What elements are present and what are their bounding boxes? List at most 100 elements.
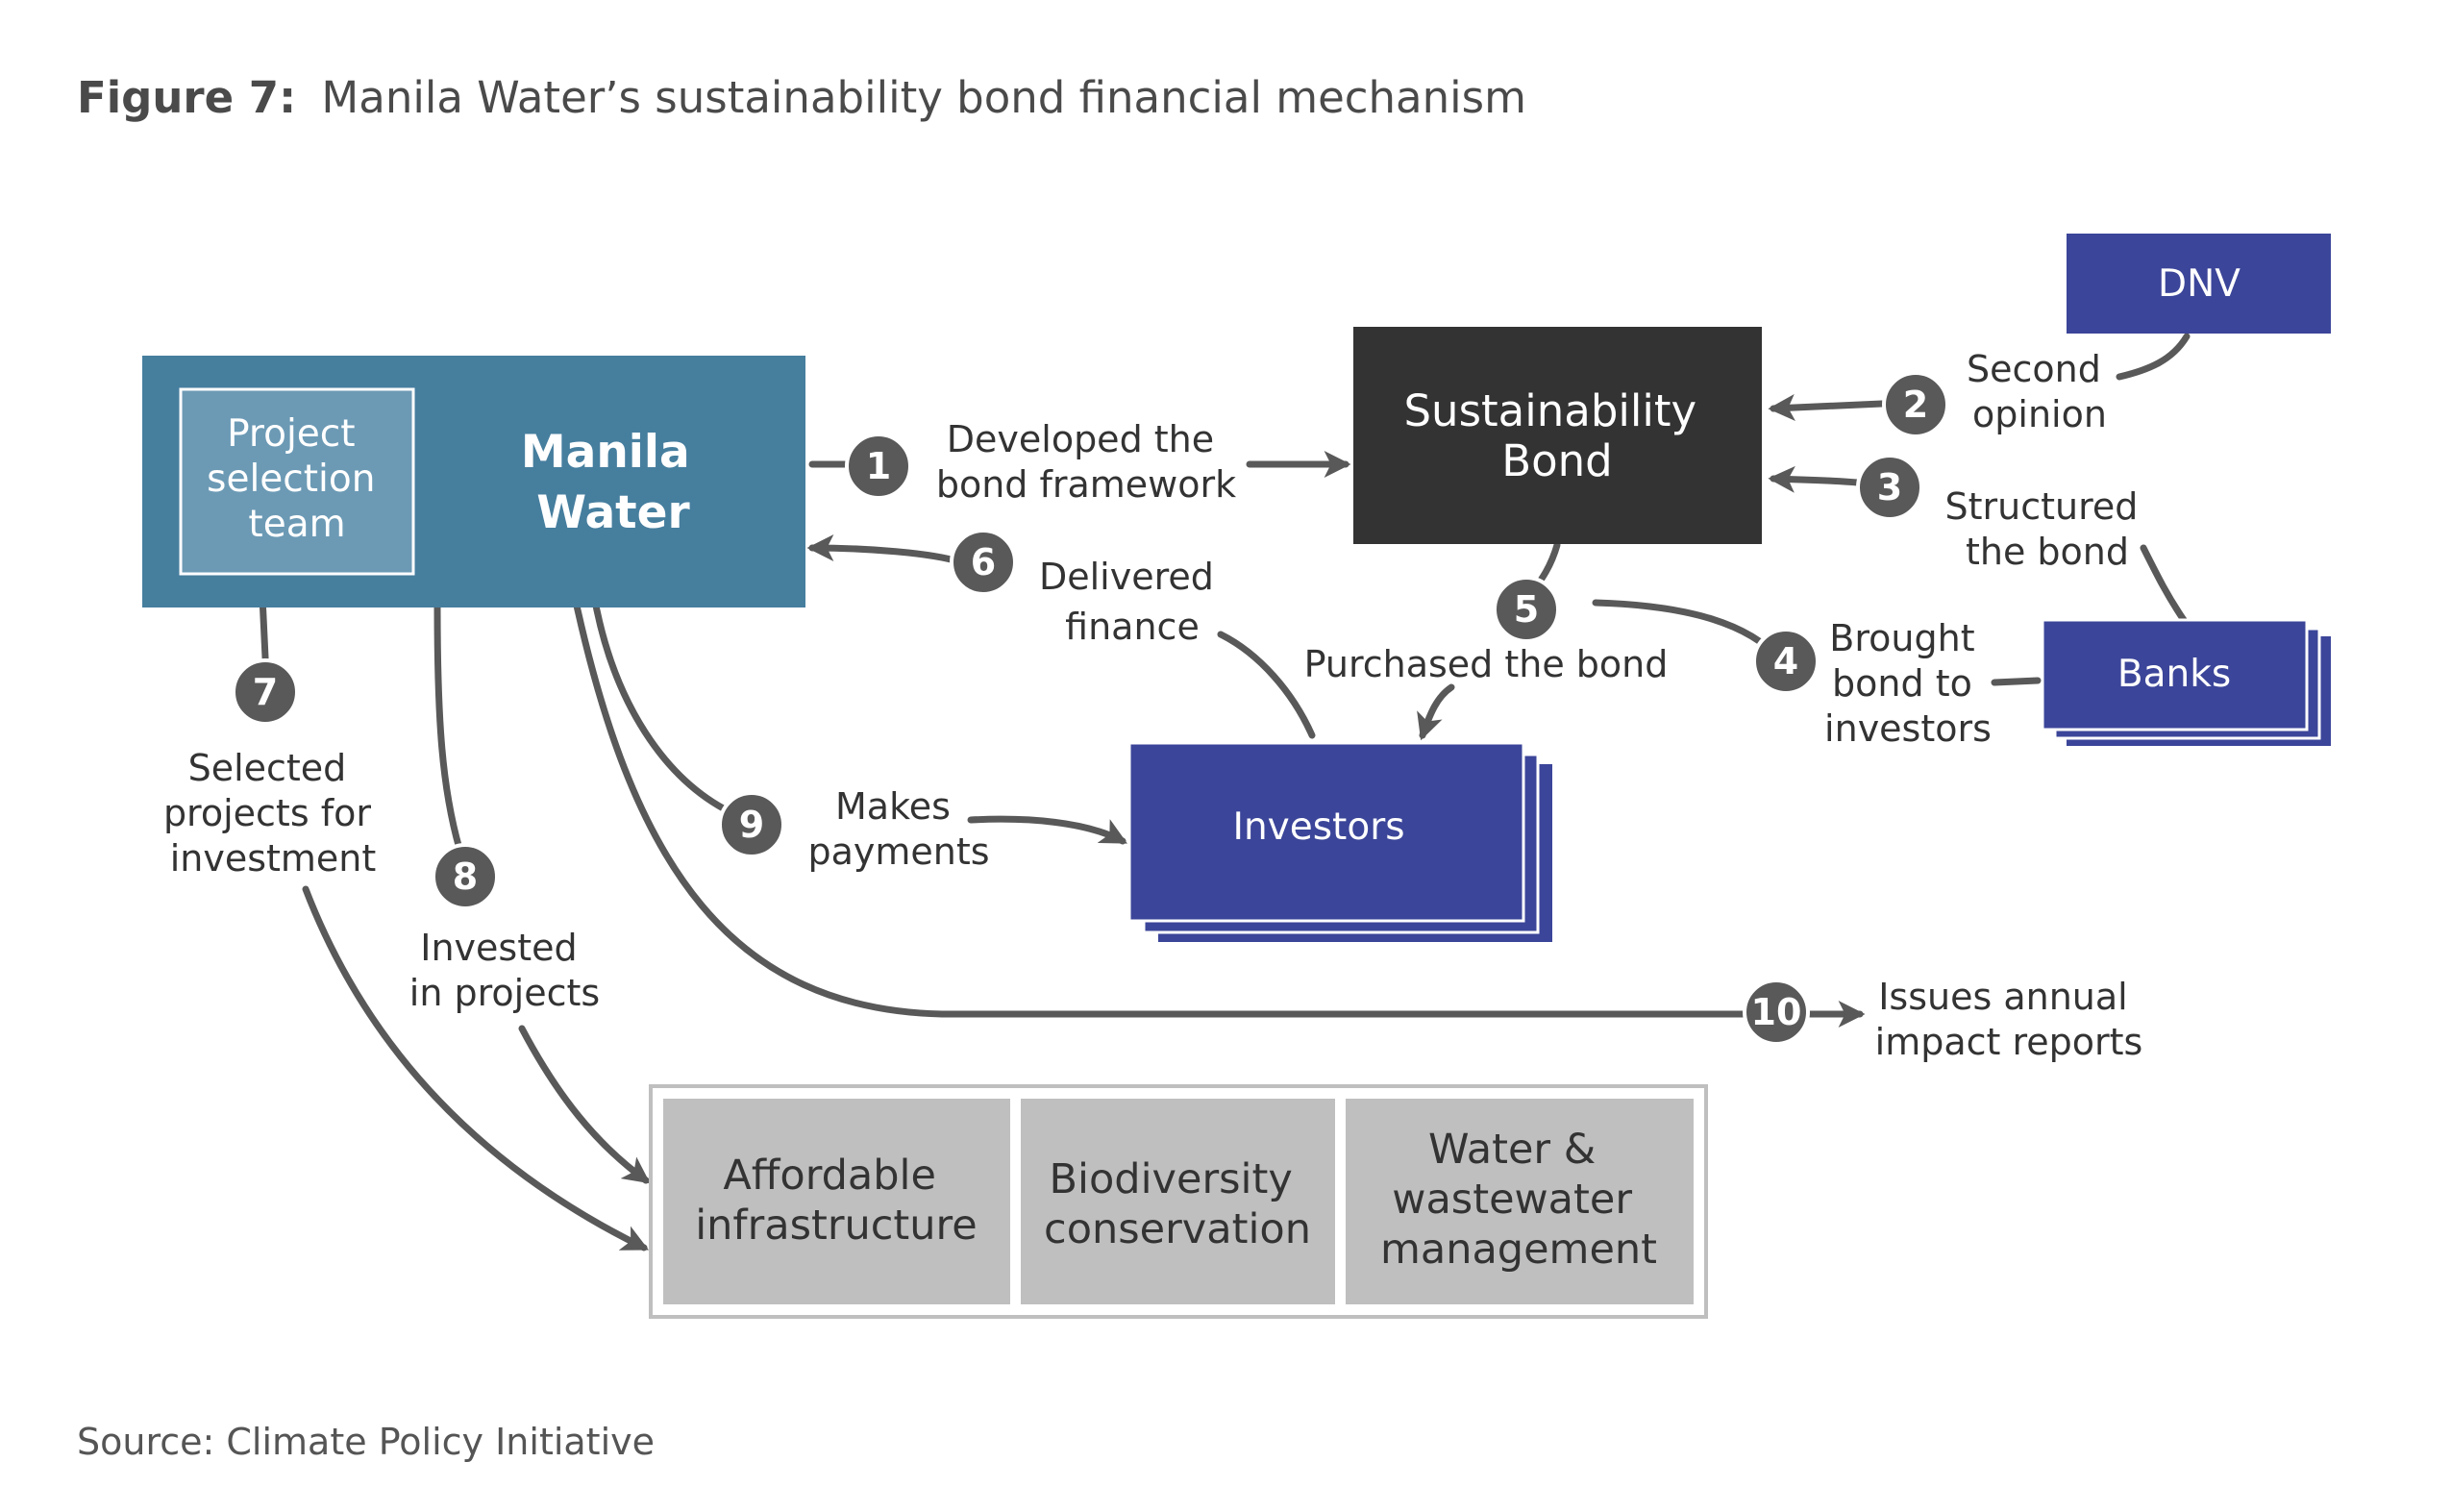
step-label-line: investors	[1824, 707, 1992, 750]
category-label-line: infrastructure	[695, 1202, 978, 1250]
arrow-step-7-tail	[302, 885, 650, 1252]
step-label-line: bond framework	[936, 463, 1236, 506]
sustainability-bond-box	[1353, 327, 1762, 544]
step-label-line: Delivered	[1039, 556, 1214, 598]
arrow-step-3	[2140, 544, 2188, 624]
step-badge-circle	[1743, 979, 1810, 1046]
step-badge-circle	[950, 529, 1017, 596]
step-badge-number: 7	[253, 671, 278, 713]
investors-stack-front	[1127, 741, 1525, 923]
step-label-line: projects for	[163, 792, 371, 834]
step-label-line: Invested	[420, 927, 577, 969]
figure-title-text: Manila Water’s sustainability bond finan…	[321, 72, 1526, 123]
step-badge-number: 5	[1514, 588, 1539, 631]
step-label-line: Brought	[1829, 617, 1974, 659]
step-badge-circle	[1882, 371, 1949, 438]
step-5-label: Purchased the bond	[1304, 643, 1669, 685]
step-badge-number: 1	[866, 445, 891, 487]
step-label-line: investment	[170, 837, 377, 880]
arrow-step-6	[1217, 631, 1316, 739]
category-label-affordable: Affordable infrastructure	[695, 1152, 978, 1250]
sustainability-bond-node: Sustainability Bond	[1353, 327, 1762, 544]
category-label-line: Affordable	[723, 1152, 936, 1200]
step-6-label: Delivered finance	[1039, 556, 1226, 648]
step-label-line: Issues annual	[1878, 976, 2128, 1018]
category-box-affordable	[663, 1099, 1010, 1304]
step-badge-number: 2	[1903, 384, 1928, 426]
arrow-step-10	[573, 602, 1753, 1018]
step-7-badge: 7	[232, 658, 299, 726]
figure-title: Figure 7: Manila Water’s sustainability …	[77, 72, 1526, 123]
investors-label: Investors	[1232, 806, 1404, 849]
step-label-line: the bond	[1966, 531, 2129, 573]
step-9-label: Makes payments	[807, 785, 989, 873]
step-label-line: Developed the	[947, 418, 1214, 460]
step-label-line: Second	[1967, 348, 2101, 390]
step-badge-number: 8	[453, 855, 478, 898]
category-label-line: wastewater	[1392, 1176, 1632, 1224]
project-selection-team-label-line: selection	[207, 458, 375, 501]
arrow-step-5-tail	[1417, 683, 1455, 741]
step-label-line: payments	[807, 830, 989, 873]
step-badge-circle	[1856, 454, 1923, 521]
step-label-line: Purchased the bond	[1304, 643, 1669, 685]
step-badge-circle	[1752, 628, 1820, 695]
category-label-line: Water &	[1428, 1126, 1596, 1174]
arrow-step-9-tail	[967, 815, 1127, 845]
step-badges: 1 2 3 4 5 6 7 8	[232, 371, 1949, 1046]
step-labels: Developed the bond framework Second opin…	[163, 348, 2143, 1063]
sustainability-bond-label-line: Sustainability	[1403, 385, 1696, 436]
step-label-line: Selected	[188, 747, 347, 789]
project-selection-team-label: Project selection team	[207, 412, 387, 546]
banks-stack-front	[2041, 618, 2309, 731]
sustainability-bond-label: Sustainability Bond	[1403, 385, 1710, 486]
step-9-badge: 9	[718, 791, 785, 858]
step-10-label: Issues annual impact reports	[1875, 976, 2143, 1063]
dnv-box	[2067, 234, 2331, 334]
step-badge-circle	[845, 433, 912, 500]
arrow-step-2-tail	[1768, 394, 1886, 421]
step-badge-number: 6	[971, 541, 996, 583]
step-badge-number: 4	[1773, 640, 1798, 682]
step-label-line: finance	[1065, 606, 1200, 648]
category-label-biodiversity: Biodiversity conservation	[1044, 1155, 1311, 1253]
project-categories: Affordable infrastructure Biodiversity c…	[649, 1084, 1708, 1319]
arrow-step-8-tail	[518, 1025, 651, 1184]
banks-label: Banks	[2117, 653, 2231, 696]
step-2-label: Second opinion	[1967, 348, 2113, 435]
step-label-line: Structured	[1945, 485, 2139, 528]
step-4-badge: 4	[1752, 628, 1820, 695]
manila-water-label-line: Manila	[521, 426, 690, 479]
category-box-biodiversity	[1021, 1099, 1335, 1304]
dnv-node: DNV	[2067, 234, 2331, 334]
step-badge-circle	[232, 658, 299, 726]
dnv-label: DNV	[2158, 262, 2241, 306]
manila-water-label: Manila Water	[521, 426, 706, 539]
figure-title-prefix: Figure 7:	[77, 72, 296, 123]
step-8-label: Invested in projects	[409, 927, 600, 1014]
investors-node: Investors	[1127, 741, 1552, 942]
step-7-label: Selected projects for investment	[163, 747, 383, 880]
arrow-step-4	[1991, 677, 2042, 686]
step-1-badge: 1	[845, 433, 912, 500]
step-4-label: Brought bond to investors	[1824, 617, 1992, 750]
project-selection-team-label-line: Project	[227, 412, 355, 456]
arrow-step-9	[592, 602, 734, 816]
project-selection-team-node: Project selection team	[179, 387, 415, 576]
step-label-line: opinion	[1972, 393, 2107, 435]
step-badge-number: 10	[1751, 991, 1802, 1033]
arrow-step-2	[2116, 333, 2191, 381]
step-badge-circle	[432, 843, 499, 910]
step-2-badge: 2	[1882, 371, 1949, 438]
sustainability-bond-label-line: Bond	[1501, 435, 1613, 486]
step-label-line: impact reports	[1875, 1021, 2143, 1063]
step-5-badge: 5	[1493, 576, 1560, 643]
arrow-step-8	[433, 602, 463, 853]
banks-node: Banks	[2041, 618, 2331, 746]
step-label-line: Makes	[835, 785, 951, 828]
arrow-step-6-tail	[806, 534, 965, 566]
step-8-badge: 8	[432, 843, 499, 910]
step-badge-circle	[1493, 576, 1560, 643]
step-label-line: bond to	[1832, 662, 1972, 705]
